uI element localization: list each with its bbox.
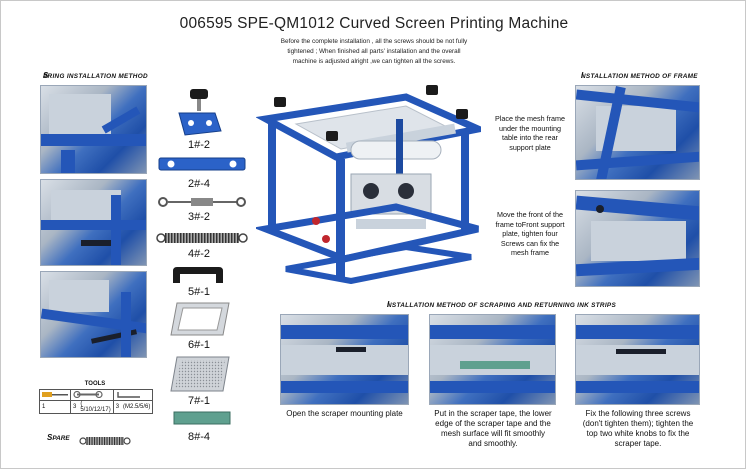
intro-text: Before the complete installation , all t… xyxy=(271,37,477,67)
scraping-section-heading: Installation Method of Scraping and Retu… xyxy=(387,300,616,309)
part-mesh-plate xyxy=(169,355,231,398)
part-label: 2#-4 xyxy=(187,178,211,190)
screen-printing-machine-icon xyxy=(252,85,490,285)
part-spring xyxy=(156,231,248,250)
tool-count: 3 xyxy=(112,400,122,414)
spare-rest: PARE xyxy=(52,435,70,442)
strip-icon xyxy=(173,411,231,425)
frame-note-1: Place the mesh frame under the mounting … xyxy=(489,114,571,152)
scraping-caption-2: Put in the scraper tape, the lower edge … xyxy=(423,409,563,449)
part-label: 6#-1 xyxy=(187,339,211,351)
part-frame xyxy=(169,301,231,342)
intro-line: machine is adjusted alright ,we can tigh… xyxy=(292,58,456,65)
note-text: Place the mesh frame under the mounting … xyxy=(495,114,565,152)
wrench-icon xyxy=(73,390,103,398)
spare-initial: S xyxy=(47,433,53,442)
spring-step-photo-3 xyxy=(40,271,147,358)
part-knob-bracket xyxy=(175,87,223,144)
spring-step-photo-1 xyxy=(40,85,147,174)
handle-icon xyxy=(173,267,223,283)
connecting-plate-icon xyxy=(158,157,246,171)
part-label: 8#-4 xyxy=(187,431,211,443)
caption-text: Fix the following three screws (don't ti… xyxy=(582,409,694,448)
scraping-step-photo-1 xyxy=(280,314,409,405)
tool-wrench-cell xyxy=(70,389,114,401)
part-handle xyxy=(169,265,227,290)
caption-text: Put in the scraper tape, the lower edge … xyxy=(434,409,552,448)
hex-key-icon xyxy=(117,391,140,398)
spring-icon xyxy=(79,437,131,445)
heading-initial: S xyxy=(43,71,49,80)
knob-bracket-icon xyxy=(178,89,222,136)
heading-initial: I xyxy=(581,71,584,80)
part-label: 4#-2 xyxy=(187,248,211,260)
spare-label: SPARE xyxy=(47,433,70,442)
spring-section-heading: Spring Installation Method xyxy=(43,71,148,80)
part-turnbuckle xyxy=(157,195,247,214)
part-label: 1#-2 xyxy=(187,139,211,151)
part-connecting-plate xyxy=(157,155,247,178)
frame-step-photo-2 xyxy=(575,190,700,287)
tool-spec: ( 5/10/12/17) xyxy=(78,400,114,414)
heading-rest: pring Installation Method xyxy=(43,73,148,80)
tool-screwdriver-cell xyxy=(39,389,71,401)
turnbuckle-icon xyxy=(158,197,246,207)
frame-step-photo-1 xyxy=(575,85,700,180)
tool-hex-key-cell xyxy=(112,389,154,401)
frame-section-heading: Installation Method of Frame xyxy=(581,71,698,80)
caption-text: Open the scraper mounting plate xyxy=(286,409,403,418)
tool-count: 3 xyxy=(70,400,79,414)
heading-rest: nstallation Method of Frame xyxy=(581,73,698,80)
scraping-step-photo-3 xyxy=(575,314,700,405)
intro-line: Before the complete installation , all t… xyxy=(280,38,468,45)
tool-count: 1 xyxy=(39,400,71,414)
part-label: 3#-2 xyxy=(187,211,211,223)
tools-icon-row xyxy=(39,389,154,401)
part-label: 5#-1 xyxy=(187,286,211,298)
page-title: 006595 SPE-QM1012 Curved Screen Printing… xyxy=(179,15,569,32)
note-text: Move the front of the frame toFront supp… xyxy=(495,210,565,257)
tool-spec: (M2.5/5/6) xyxy=(121,400,154,414)
scraping-step-photo-2 xyxy=(429,314,556,405)
screwdriver-icon xyxy=(42,391,68,397)
mesh-plate-icon xyxy=(170,356,230,392)
machine-illustration xyxy=(252,79,490,285)
spring-icon xyxy=(156,233,248,243)
spring-step-photo-2 xyxy=(40,179,147,266)
frame-note-2: Move the front of the frame toFront supp… xyxy=(489,210,571,258)
tools-title: TOOLS xyxy=(84,381,106,387)
tools-count-row: 1 3 ( 5/10/12/17) 3 (M2.5/5/6) xyxy=(39,400,154,414)
frame-icon xyxy=(170,302,230,336)
heading-initial: I xyxy=(387,300,390,309)
scraping-caption-3: Fix the following three screws (don't ti… xyxy=(569,409,707,449)
part-label: 7#-1 xyxy=(187,395,211,407)
part-strip xyxy=(173,411,231,430)
spare-spring xyxy=(79,433,131,451)
tools-table: 1 3 ( 5/10/12/17) 3 (M2.5/5/6) xyxy=(39,389,154,414)
heading-rest: nstallation Method of Scraping and Retur… xyxy=(387,302,617,309)
intro-line: tightened ; When finished all parts' ins… xyxy=(287,48,461,55)
scraping-caption-1: Open the scraper mounting plate xyxy=(280,409,409,419)
